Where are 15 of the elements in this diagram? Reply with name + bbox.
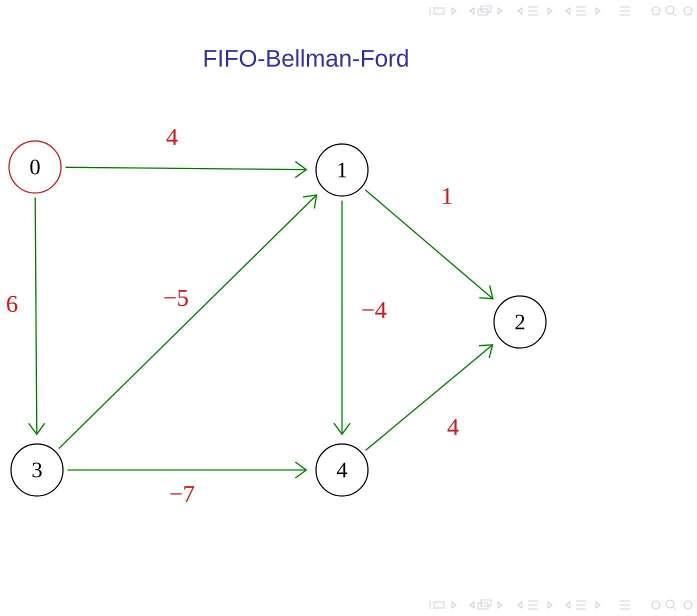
arrow (58, 194, 318, 449)
arrow (333, 200, 351, 436)
arrow (68, 461, 308, 479)
slide-title: FIFO-Bellman-Ford (204, 49, 408, 67)
arrow (28, 198, 46, 436)
edge-label: −4 (360, 301, 388, 319)
arrow (66, 161, 308, 178)
edge-label: −5 (162, 289, 190, 307)
edge-label: 6 (5, 294, 19, 314)
arrow (365, 344, 494, 451)
edge-label: 1 (440, 187, 454, 205)
edge-label: 4 (446, 418, 460, 436)
edge-label: −7 (168, 485, 196, 503)
arrow (364, 189, 494, 300)
edge-label: 4 (165, 128, 179, 146)
